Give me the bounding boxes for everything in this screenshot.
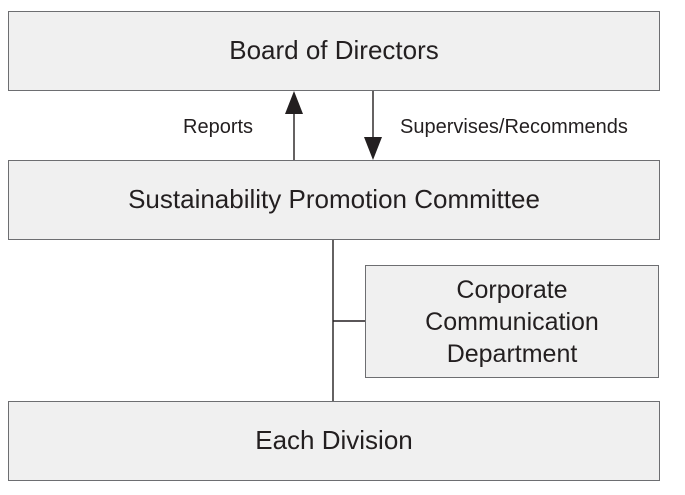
supervises-recommends-label: Supervises/Recommends	[400, 116, 628, 138]
corporate-communication-label: Corporate Communication Department	[425, 275, 599, 368]
board-of-directors-label: Board of Directors	[229, 35, 439, 66]
each-division-box: Each Division	[8, 401, 660, 481]
corporate-communication-box: Corporate Communication Department	[365, 265, 659, 378]
sustainability-committee-box: Sustainability Promotion Committee	[8, 160, 660, 240]
each-division-label: Each Division	[255, 425, 413, 456]
reports-label: Reports	[183, 116, 254, 138]
sustainability-committee-label: Sustainability Promotion Committee	[128, 184, 540, 215]
supervises-arrow-head	[364, 137, 382, 160]
board-of-directors-box: Board of Directors	[8, 11, 660, 91]
reports-arrow-head	[285, 91, 303, 114]
